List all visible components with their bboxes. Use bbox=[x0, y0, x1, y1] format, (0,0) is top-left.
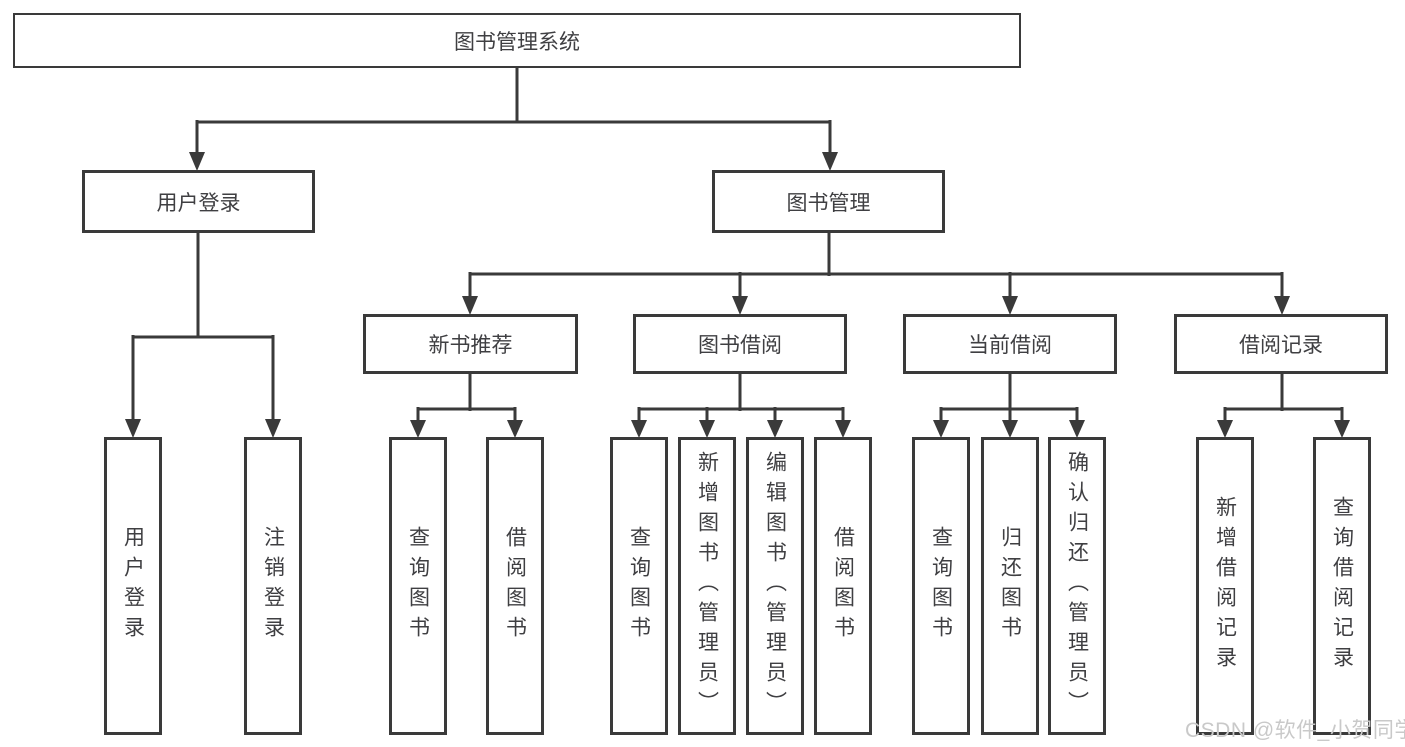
leaf-add-borrow-record: 新增借阅记录 bbox=[1196, 437, 1254, 735]
node-current-borrow: 当前借阅 bbox=[903, 314, 1117, 374]
node-user-login: 用户登录 bbox=[82, 170, 315, 233]
node-label: 借阅记录 bbox=[1239, 334, 1323, 357]
leaf-edit-books-admin: 编辑图书（管理员） bbox=[746, 437, 804, 735]
node-label: 查询借阅记录 bbox=[1330, 496, 1354, 676]
node-book-management: 图书管理 bbox=[712, 170, 945, 233]
node-label: 查询图书 bbox=[929, 526, 953, 646]
node-label: 图书管理系统 bbox=[454, 30, 580, 54]
node-library-system: 图书管理系统 bbox=[13, 13, 1021, 68]
node-label: 查询图书 bbox=[406, 526, 430, 646]
node-label: 用户登录 bbox=[156, 191, 241, 215]
node-label: 确认归还（管理员） bbox=[1065, 451, 1089, 721]
leaf-query-borrow-record: 查询借阅记录 bbox=[1313, 437, 1371, 735]
leaf-borrow-query-books: 查询图书 bbox=[610, 437, 668, 735]
leaf-current-query-books: 查询图书 bbox=[912, 437, 970, 735]
leaf-return-books: 归还图书 bbox=[981, 437, 1039, 735]
node-label: 注销登录 bbox=[261, 526, 285, 646]
leaf-user-login: 用户登录 bbox=[104, 437, 162, 735]
csdn-watermark: CSDN @软件_小贺同学 bbox=[1185, 719, 1405, 742]
leaf-borrow-books: 借阅图书 bbox=[814, 437, 872, 735]
node-label: 归还图书 bbox=[998, 526, 1022, 646]
leaf-logout: 注销登录 bbox=[244, 437, 302, 735]
node-label: 编辑图书（管理员） bbox=[763, 451, 787, 721]
node-book-borrow: 图书借阅 bbox=[633, 314, 847, 374]
node-label: 当前借阅 bbox=[968, 334, 1052, 357]
node-new-book-recommend: 新书推荐 bbox=[363, 314, 578, 374]
node-label: 新增借阅记录 bbox=[1213, 496, 1237, 676]
node-label: 借阅图书 bbox=[503, 526, 527, 646]
node-label: 借阅图书 bbox=[831, 526, 855, 646]
node-label: 新增图书（管理员） bbox=[695, 451, 719, 721]
leaf-recommend-query-books: 查询图书 bbox=[389, 437, 447, 735]
leaf-confirm-return-admin: 确认归还（管理员） bbox=[1048, 437, 1106, 735]
node-label: 新书推荐 bbox=[428, 334, 513, 357]
leaf-add-books-admin: 新增图书（管理员） bbox=[678, 437, 736, 735]
leaf-recommend-borrow-books: 借阅图书 bbox=[486, 437, 544, 735]
node-label: 用户登录 bbox=[121, 526, 145, 646]
node-borrow-records: 借阅记录 bbox=[1174, 314, 1388, 374]
node-label: 查询图书 bbox=[627, 526, 651, 646]
node-label: 图书管理 bbox=[786, 191, 871, 215]
node-label: 图书借阅 bbox=[698, 334, 782, 357]
